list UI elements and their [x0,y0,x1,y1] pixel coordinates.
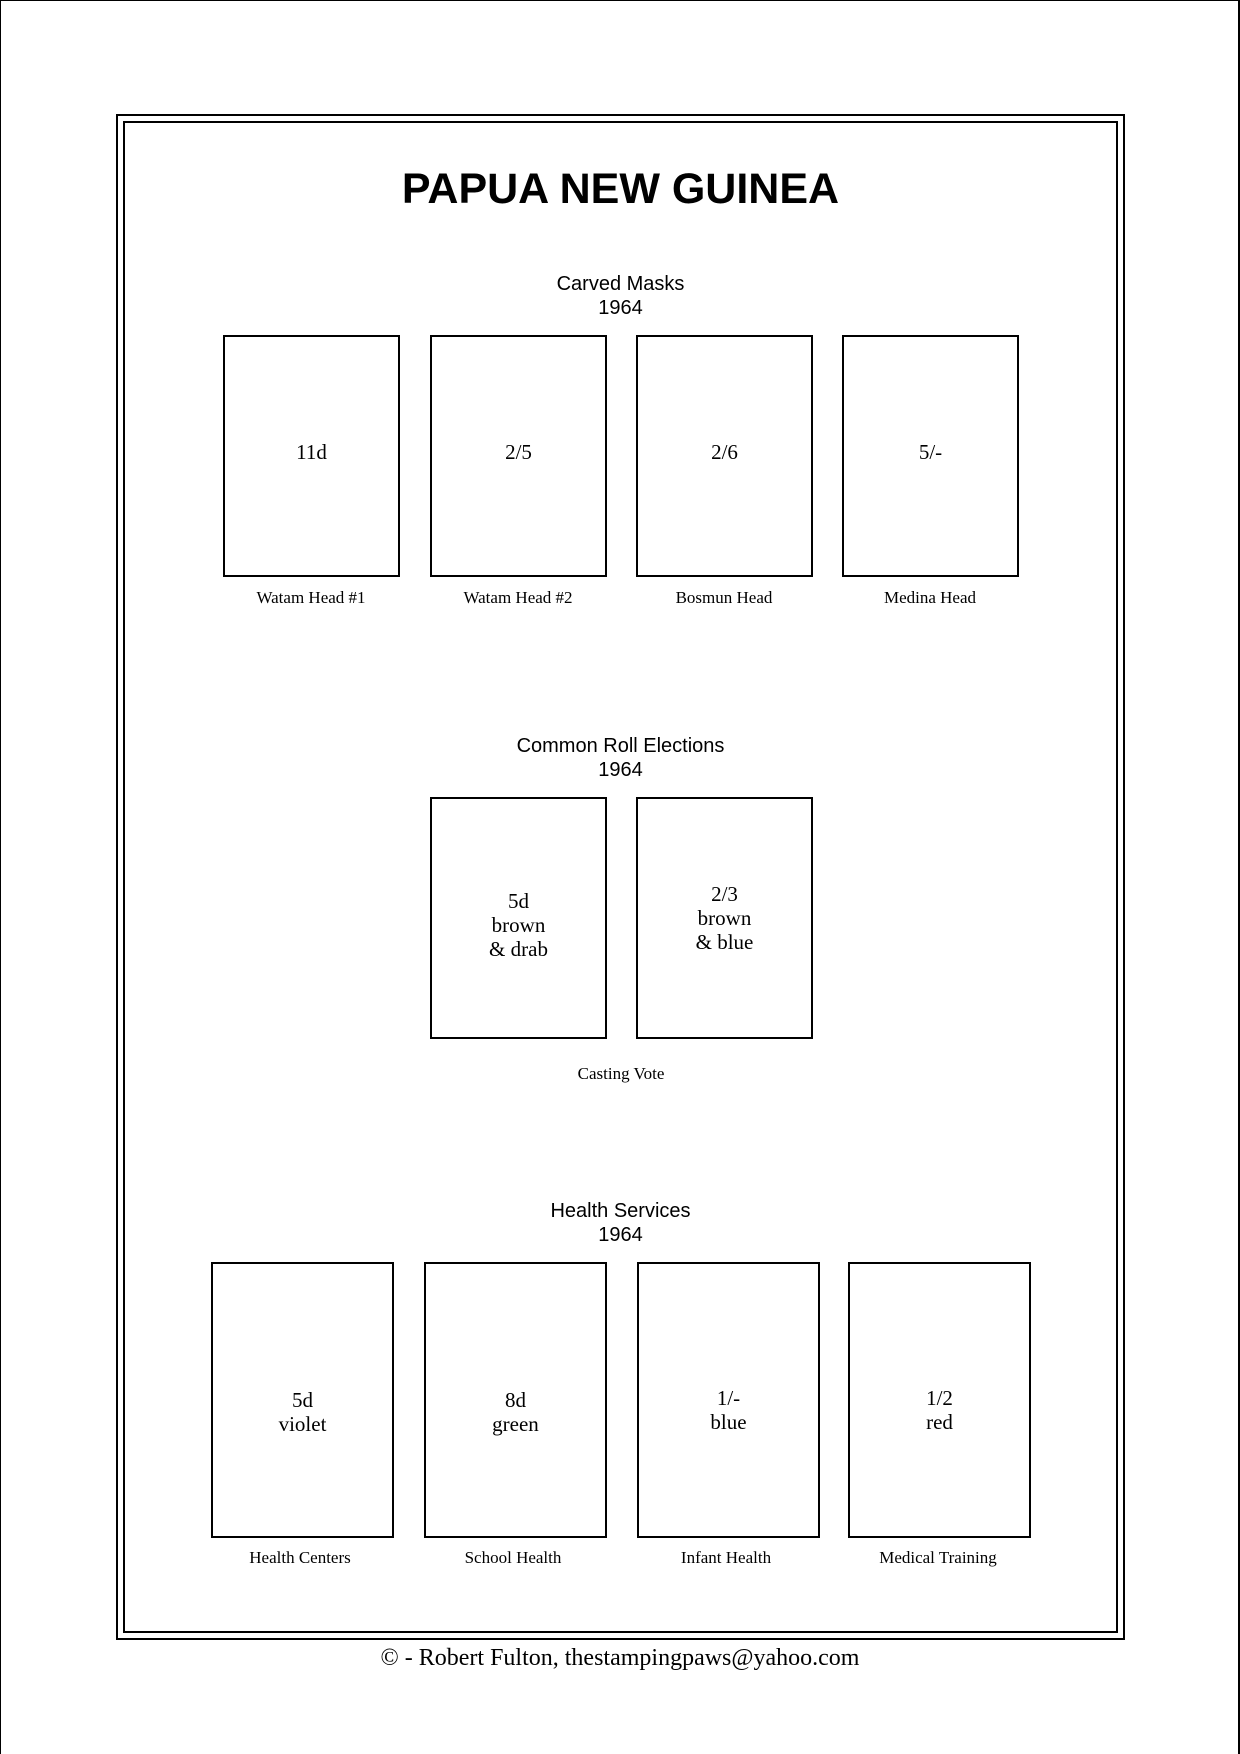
stamp-box-casting-vote-5d: 5d brown & drab [430,797,607,1039]
section-heading-health-services: Health Services [550,1200,691,1222]
stamp-color: brown [697,906,752,930]
caption-watam-head-2: Watam Head #2 [463,588,573,607]
stamp-color: blue [710,1410,747,1434]
caption-school-health: School Health [464,1548,562,1567]
page-edge-right [1238,0,1240,1754]
stamp-value: 1/2 [926,1386,953,1410]
page-border-inner [123,121,1118,1633]
stamp-box-medina-head: 5/- [842,335,1019,577]
stamp-box-casting-vote-2-3: 2/3 brown & blue [636,797,813,1039]
stamp-color-secondary: & blue [695,930,754,954]
stamp-color: green [492,1412,539,1436]
caption-watam-head-1: Watam Head #1 [256,588,366,607]
stamp-color: red [926,1410,953,1434]
stamp-value: 2/5 [505,440,532,464]
caption-infant-health: Infant Health [680,1548,772,1567]
stamp-value: 11d [296,440,327,464]
stamp-box-watam-head-1: 11d [223,335,400,577]
page-edge-left [0,0,1,1754]
stamp-box-watam-head-2: 2/5 [430,335,607,577]
stamp-value: 2/6 [711,440,738,464]
page-border-outer [116,114,1125,1640]
stamp-value: 2/3 [711,882,738,906]
caption-bosmun-head: Bosmun Head [675,588,773,607]
section-year-health-services: 1964 [598,1224,643,1246]
stamp-value: 1/- [716,1386,741,1410]
caption-medina-head: Medina Head [883,588,977,607]
caption-medical-training: Medical Training [879,1548,997,1567]
copyright-footer: © - Robert Fulton, thestampingpaws@yahoo… [380,1645,860,1671]
stamp-color: brown [491,913,546,937]
stamp-color: violet [278,1412,327,1436]
stamp-value: 8d [505,1388,526,1412]
page-edge-top [0,0,1240,1]
stamp-value: 5/- [918,440,943,464]
page-title: PAPUA NEW GUINEA [401,165,840,213]
stamp-box-school-health: 8d green [424,1262,607,1538]
stamp-box-health-centers: 5d violet [211,1262,394,1538]
caption-health-centers: Health Centers [249,1548,351,1567]
section-year-carved-masks: 1964 [598,297,643,319]
section-year-common-roll-elections: 1964 [598,759,643,781]
caption-casting-vote: Casting Vote [577,1064,665,1083]
stamp-value: 5d [508,889,529,913]
stamp-box-bosmun-head: 2/6 [636,335,813,577]
stamp-value: 5d [292,1388,313,1412]
stamp-color-secondary: & drab [489,937,548,961]
section-heading-carved-masks: Carved Masks [556,273,685,295]
section-heading-common-roll-elections: Common Roll Elections [516,735,725,757]
stamp-box-infant-health: 1/- blue [637,1262,820,1538]
stamp-box-medical-training: 1/2 red [848,1262,1031,1538]
